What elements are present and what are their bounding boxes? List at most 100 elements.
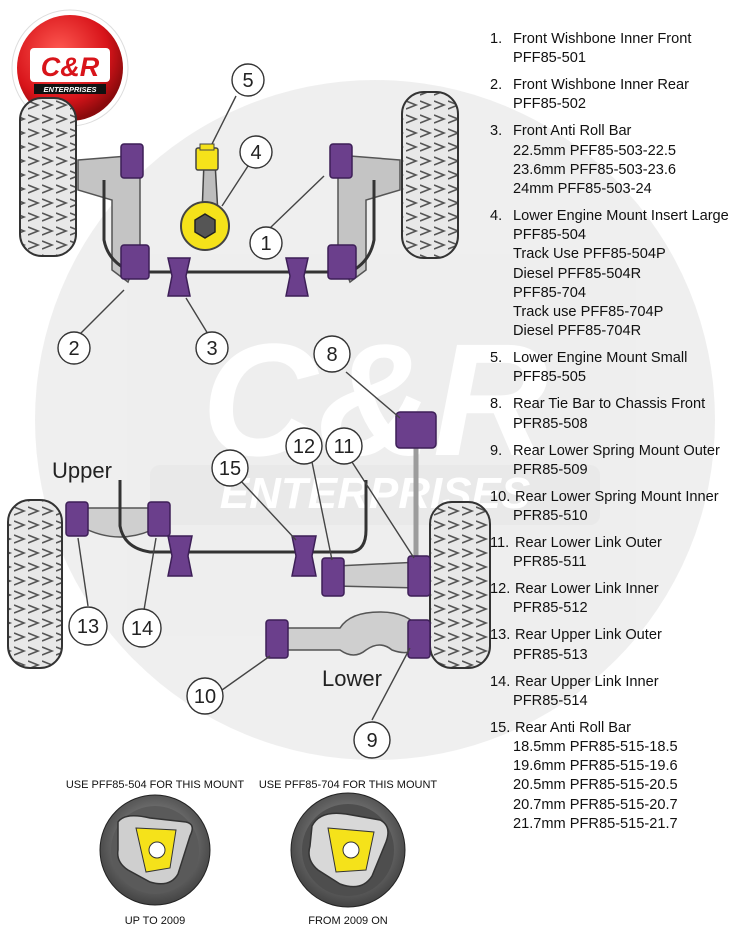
front-bush-2-right bbox=[327, 244, 357, 280]
part-name: Rear Lower Spring Mount Outer bbox=[513, 442, 720, 459]
svg-text:4: 4 bbox=[250, 142, 261, 164]
svg-text:11: 11 bbox=[334, 436, 355, 458]
part-code: PFR85-514 bbox=[513, 692, 588, 709]
part-heading: 4.Lower Engine Mount Insert Large bbox=[490, 207, 745, 226]
callout-11: 11 bbox=[325, 427, 363, 465]
part-name: Rear Upper Link Inner bbox=[515, 673, 659, 690]
part-code: 20.7mm PFR85-515-20.7 bbox=[513, 796, 678, 813]
part-name: Rear Lower Spring Mount Inner bbox=[515, 488, 719, 505]
svg-text:3: 3 bbox=[206, 338, 217, 360]
svg-text:14: 14 bbox=[131, 618, 153, 640]
callout-14: 14 bbox=[122, 608, 162, 648]
part-heading: 13.Rear Upper Link Outer bbox=[490, 626, 745, 645]
rear-right-tyre bbox=[429, 501, 491, 669]
part-number: 15. bbox=[490, 719, 511, 736]
part-code: PFR85-513 bbox=[513, 646, 588, 663]
rear-bush-14 bbox=[147, 501, 171, 537]
front-bush-3-left bbox=[167, 257, 191, 297]
callout-2: 2 bbox=[57, 331, 91, 365]
mount-caption-right-bottom: FROM 2009 ON bbox=[308, 915, 388, 927]
callouts: 1 2 3 4 5 8 9 10 11 12 13 14 15 bbox=[57, 63, 391, 759]
part-code: Track Use PFF85-504P bbox=[513, 246, 666, 263]
part-name: Front Wishbone Inner Rear bbox=[513, 77, 690, 94]
part-number: 2. bbox=[490, 77, 503, 94]
rear-bush-11 bbox=[407, 555, 431, 597]
part-code: PFF85-505 bbox=[513, 369, 587, 386]
part-heading: 9. Rear Lower Spring Mount Outer bbox=[490, 442, 745, 461]
svg-text:13: 13 bbox=[77, 616, 99, 638]
brand-logo: C&R ENTERPRISES bbox=[11, 9, 129, 127]
rear-bush-9 bbox=[407, 619, 431, 659]
callout-10: 10 bbox=[186, 677, 224, 715]
svg-text:15: 15 bbox=[219, 458, 241, 480]
part-name: Rear Upper Link Outer bbox=[515, 627, 662, 644]
front-anti-roll-bar bbox=[102, 180, 376, 274]
svg-text:1: 1 bbox=[260, 233, 271, 255]
part-item-12: 12.Rear Lower Link Inner PFR85-512 bbox=[490, 580, 745, 618]
part-code: PFR85-511 bbox=[513, 554, 587, 571]
logo-subtext: ENTERPRISES bbox=[44, 85, 97, 94]
part-name: Rear Lower Link Inner bbox=[515, 581, 659, 598]
mount-photo-from-2009: USE PFF85-704 FOR THIS MOUNT FROM 2009 O… bbox=[259, 779, 438, 927]
part-heading: 2. Front Wishbone Inner Rear bbox=[490, 76, 745, 95]
rear-bush-10 bbox=[265, 619, 289, 659]
front-bush-2-left bbox=[120, 244, 150, 280]
part-code: PFF85-704 bbox=[513, 284, 587, 301]
part-code: 21.7mm PFR85-515-21.7 bbox=[513, 815, 678, 832]
part-name: Lower Engine Mount Insert Large bbox=[513, 208, 729, 225]
front-suspension bbox=[19, 91, 459, 297]
front-left-tyre bbox=[19, 97, 77, 257]
part-heading: 5.Lower Engine Mount Small bbox=[490, 349, 745, 368]
part-number: 9. bbox=[490, 442, 503, 459]
front-bush-1-left bbox=[120, 143, 144, 179]
rear-left-tyre bbox=[7, 499, 63, 669]
part-heading: 14.Rear Upper Link Inner bbox=[490, 673, 745, 692]
upper-label: Upper bbox=[52, 458, 112, 483]
part-code: PFF85-502 bbox=[513, 96, 587, 113]
callout-5: 5 bbox=[231, 63, 265, 97]
part-name: Lower Engine Mount Small bbox=[513, 350, 688, 367]
svg-text:8: 8 bbox=[326, 344, 337, 366]
logo-text: C&R bbox=[41, 52, 100, 82]
part-heading: 15.Rear Anti Roll Bar bbox=[490, 719, 745, 738]
part-code: 18.5mm PFR85-515-18.5 bbox=[513, 739, 678, 756]
leader-lines bbox=[77, 95, 415, 721]
part-name: Front Anti Roll Bar bbox=[513, 123, 632, 140]
front-right-tyre bbox=[401, 91, 459, 259]
rear-bush-15-right bbox=[291, 535, 317, 577]
rear-anti-roll-bar bbox=[118, 480, 368, 554]
mount-caption-left-top: USE PFF85-504 FOR THIS MOUNT bbox=[66, 779, 245, 791]
rear-lower-spring-arm bbox=[283, 611, 419, 656]
part-number: 14. bbox=[490, 673, 511, 690]
part-heading: 10.Rear Lower Spring Mount Inner bbox=[490, 488, 745, 507]
callout-13: 13 bbox=[68, 606, 108, 646]
rear-bush-13 bbox=[65, 501, 89, 537]
part-heading: 8.Rear Tie Bar to Chassis Front bbox=[490, 395, 745, 414]
part-number: 8. bbox=[490, 396, 503, 413]
callout-12: 12 bbox=[285, 427, 323, 465]
part-number: 11. bbox=[490, 535, 510, 552]
part-code: 24mm PFF85-503-24 bbox=[513, 181, 652, 198]
part-number: 10. bbox=[490, 488, 511, 505]
rear-bush-15-left bbox=[167, 535, 193, 577]
part-code: 23.6mm PFF85-503-23.6 bbox=[513, 161, 677, 178]
mount-caption-left-bottom: UP TO 2009 bbox=[125, 915, 186, 927]
part-code: PFF85-504 bbox=[513, 227, 587, 244]
part-code: PFF85-501 bbox=[513, 50, 587, 67]
part-item-13: 13.Rear Upper Link Outer PFR85-513 bbox=[490, 626, 745, 664]
rear-suspension bbox=[7, 411, 491, 669]
svg-text:5: 5 bbox=[242, 70, 253, 92]
part-code: PFR85-509 bbox=[513, 461, 588, 478]
part-heading: 11.Rear Lower Link Outer bbox=[490, 534, 745, 553]
part-heading: 3.Front Anti Roll Bar bbox=[490, 122, 745, 141]
part-code: Diesel PFF85-504R bbox=[513, 265, 642, 282]
